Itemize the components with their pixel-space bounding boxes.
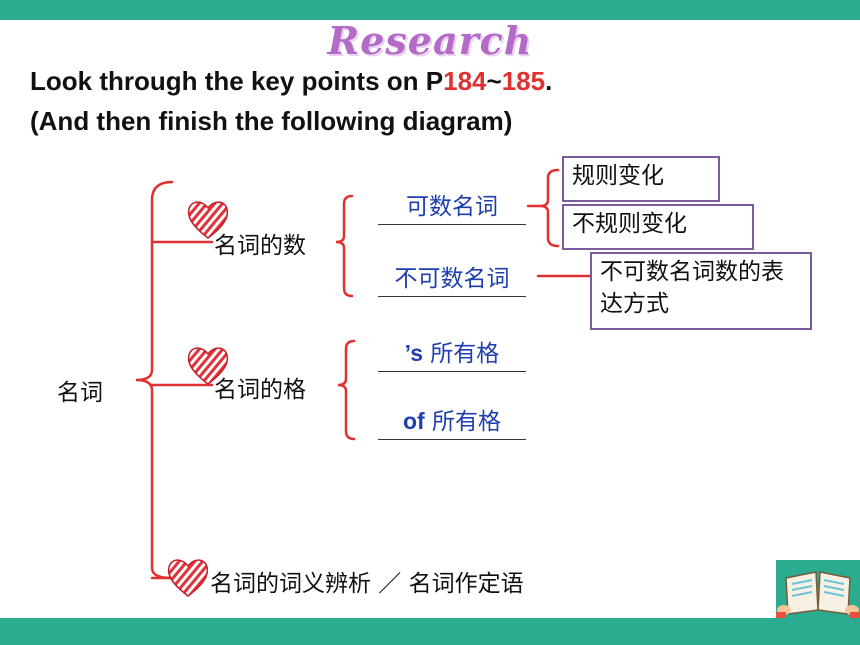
- answer-countable: 可数名词: [378, 190, 526, 225]
- possessive-of-text: 所有格: [424, 409, 502, 435]
- possessive-s-prefix: ’s: [404, 340, 423, 366]
- heart-icon: [167, 559, 209, 597]
- page-start: 184: [443, 66, 487, 96]
- page-tilde: ~: [486, 66, 502, 96]
- branch-label-other: 名词的词义辨析 ／ 名词作定语: [210, 571, 524, 597]
- root-label: 名词: [57, 380, 103, 406]
- root-bracket: [135, 180, 174, 580]
- countable-bracket: [539, 168, 560, 248]
- instruction-line-2: (And then finish the following diagram): [30, 106, 513, 136]
- reading-book-icon: [776, 560, 860, 618]
- box-uncountable-expression: 不可数名词数的表达方式: [590, 252, 812, 330]
- answer-countable-text: 可数名词: [406, 194, 498, 220]
- bottom-band: [0, 618, 860, 645]
- answer-uncountable: 不可数名词: [378, 262, 526, 297]
- number-bracket: [335, 194, 354, 298]
- heart-icon: [187, 201, 229, 239]
- instruction-prefix: Look through the key points on P: [30, 66, 444, 96]
- answer-uncountable-text: 不可数名词: [394, 266, 510, 292]
- top-band: [0, 0, 860, 20]
- branch-label-case: 名词的格: [214, 377, 306, 403]
- branch-label-number: 名词的数: [214, 233, 306, 259]
- page-title: Research: [327, 18, 533, 63]
- answer-possessive-of: of 所有格: [378, 404, 526, 440]
- case-bracket: [337, 339, 356, 441]
- instruction-suffix: .: [545, 66, 553, 96]
- possessive-s-text: 所有格: [423, 341, 500, 367]
- answer-possessive-s: ’s 所有格: [378, 336, 526, 372]
- page-end: 185: [501, 66, 546, 96]
- possessive-of-prefix: of: [402, 408, 425, 434]
- instruction-line-1: Look through the key points on P184~185.: [30, 66, 552, 97]
- box-regular-change: 规则变化: [562, 156, 720, 202]
- heart-icon: [187, 347, 229, 385]
- box-irregular-change: 不规则变化: [562, 204, 754, 250]
